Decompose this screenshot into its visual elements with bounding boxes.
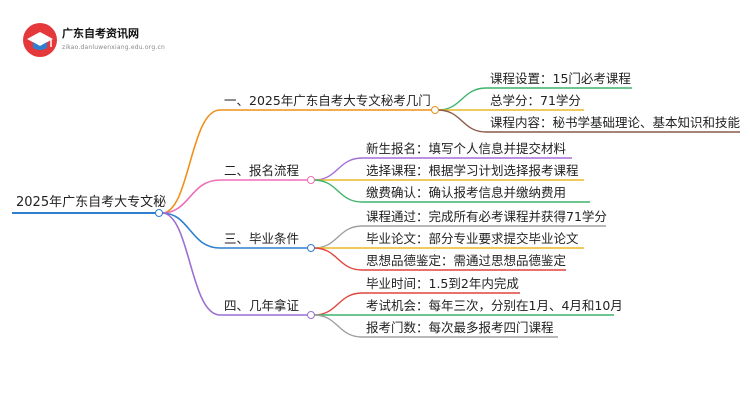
branch-3-connector-dot: [307, 244, 315, 252]
site-name: 广东自考资讯网: [62, 27, 139, 40]
link-b3-leaf-3: [313, 247, 363, 271]
root-connector-dot: [155, 209, 163, 217]
link-root-branch-3: [161, 212, 221, 249]
site-logo[interactable]: 广东自考资讯网 zikao.danluwenxiang.edu.org.cn: [22, 20, 202, 60]
leaf-node: 新生报名：填写个人信息并提交材料: [366, 141, 567, 156]
link-b4-leaf-3: [313, 314, 363, 338]
link-b1-leaf-3: [437, 109, 487, 133]
link-root-branch-2: [161, 179, 221, 214]
leaf-node: 毕业论文：部分专业要求提交毕业论文: [366, 231, 579, 246]
site-url: zikao.danluwenxiang.edu.org.cn: [62, 44, 165, 51]
leaf-node: 课程设置：15门必考课程: [490, 71, 631, 86]
leaf-node: 选择课程：根据学习计划选择报考课程: [366, 163, 579, 178]
leaf-node: 总学分：71学分: [490, 93, 581, 108]
graduation-cap-icon: [23, 23, 57, 57]
branch-1-connector-dot: [431, 106, 439, 114]
leaf-node: 考试机会：每年三次，分别在1月、4月和10月: [366, 298, 623, 313]
link-root-branch-4: [161, 212, 221, 316]
link-root-branch-1: [161, 109, 221, 214]
branch-2-connector-dot: [307, 176, 315, 184]
leaf-node: 思想品德鉴定：需通过思想品德鉴定: [366, 253, 567, 268]
root-node: 2025年广东自考大专文秘: [16, 195, 167, 210]
link-b2-leaf-1: [313, 157, 363, 181]
branch-node-2: 二、报名流程: [224, 163, 300, 178]
link-b2-leaf-3: [313, 179, 363, 203]
branch-4-connector-dot: [307, 311, 315, 319]
link-b4-leaf-1: [313, 292, 363, 316]
leaf-node: 缴费确认：确认报考信息并缴纳费用: [366, 185, 567, 200]
branch-node-1: 一、2025年广东自考大专文秘考几门: [224, 93, 431, 108]
leaf-node: 毕业时间：1.5到2年内完成: [366, 276, 519, 291]
link-b3-leaf-1: [313, 225, 363, 249]
leaf-node: 报考门数：每次最多报考四门课程: [366, 320, 554, 335]
link-b1-leaf-1: [437, 87, 487, 111]
leaf-node: 课程通过：完成所有必考课程并获得71学分: [366, 209, 607, 224]
branch-node-3: 三、毕业条件: [224, 231, 300, 246]
leaf-node: 课程内容：秘书学基础理论、基本知识和技能: [490, 115, 741, 130]
branch-node-4: 四、几年拿证: [224, 298, 300, 313]
